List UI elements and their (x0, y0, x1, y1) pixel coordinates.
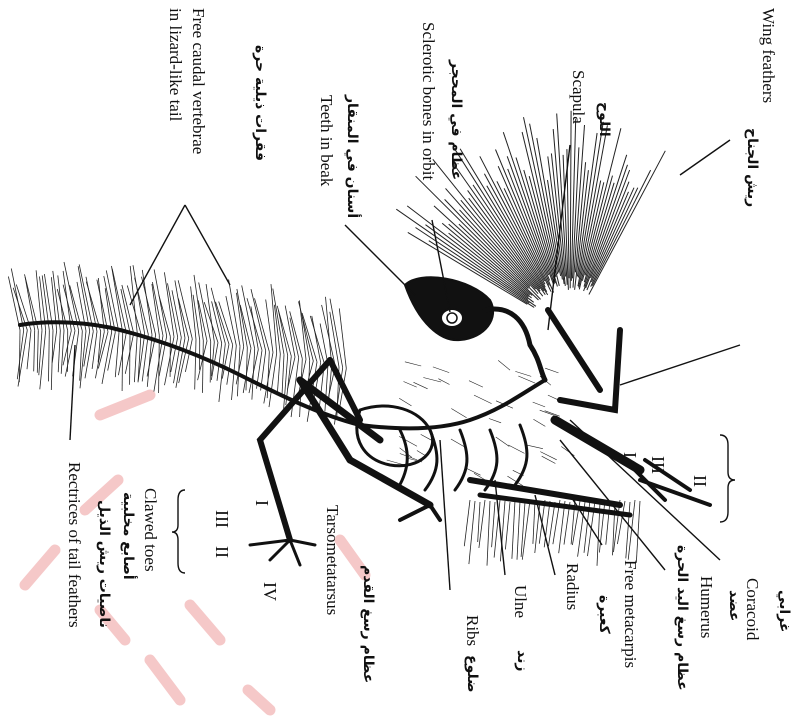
leader-teeth (345, 225, 415, 295)
label-radius-ar: كعبرة (596, 595, 612, 634)
label-tarsometatarsus-ar: عظام رسغ القدم (360, 565, 376, 683)
label-tarsometatarsus: Tarsometatarsus (322, 505, 342, 615)
foot-2-toe-3 (290, 540, 315, 545)
digit-II-foot: II (211, 546, 232, 558)
leader-rectrices (70, 345, 75, 440)
toe-2 (430, 505, 440, 520)
label-scapula-ar: اللوح (596, 102, 612, 137)
rib-5 (398, 430, 407, 488)
digit-IV-foot: IV (259, 582, 280, 601)
digit-II-hand: II (689, 475, 710, 487)
label-scapula: Scapula (568, 70, 588, 124)
label-caudal-ar: فقرات ذيلية حرة (252, 45, 268, 161)
rib-4 (425, 430, 437, 490)
label-humerus-ar: عضد (726, 590, 742, 621)
label-radius: Radius (562, 563, 582, 610)
label-ulna-ar: زند (514, 650, 530, 671)
rib-1 (455, 430, 467, 490)
brace-toes (172, 490, 185, 573)
label-rectrices-ar: ناصيات ريش الذيل (96, 500, 112, 628)
label-wing-feathers: Wing feathers (758, 8, 778, 103)
label-sclerotic: Sclerotic bones in orbit (418, 22, 438, 180)
leader-coracoid (620, 345, 740, 385)
digit-III-foot: III (211, 510, 232, 528)
label-humerus: Humerus (696, 576, 716, 638)
leader-ribs (495, 480, 505, 575)
label-coracoid: Coracoid (742, 578, 762, 640)
label-coracoid-ar: غرابي (776, 590, 792, 633)
leader-caudal-2 (185, 205, 230, 285)
brace-hand (720, 435, 735, 522)
label-rectrices: Rectrices of tail feathers (64, 462, 84, 628)
scapula (548, 310, 600, 390)
label-caudal-line1: Free caudal vertebrae (188, 8, 208, 154)
tarsometatarsus (350, 460, 430, 505)
foot-2-toe-2 (290, 540, 300, 565)
label-free-metacarpals: Free metacarpis (620, 560, 640, 668)
label-wing-feathers-ar: ريش الجناح (744, 128, 760, 207)
label-caudal-line2: in lizard-like tail (165, 8, 185, 121)
orbit (441, 309, 463, 327)
label-teeth: Teeth in beak (316, 95, 336, 186)
leader-humerus (570, 420, 720, 560)
leader-tarso (440, 440, 450, 590)
digit-I-hand: I (619, 452, 640, 458)
digit-I-foot: I (251, 500, 272, 506)
neck (485, 309, 545, 380)
label-teeth-ar: أسنان في المنقار (344, 95, 360, 218)
label-metacarpals-ar: عظام رسغ اليد الحرة (674, 545, 690, 691)
label-sclerotic-ar: عظام في المحجر (448, 60, 464, 180)
label-ribs: Ribs (462, 615, 482, 646)
label-ulna: Ulne (510, 585, 530, 618)
leader-wing-feathers (680, 140, 730, 175)
toe-1 (400, 505, 430, 520)
rib-3 (515, 425, 527, 485)
pelvis (357, 406, 433, 466)
label-clawed-toes-ar: أصابع مخلبية (120, 492, 136, 580)
digit-III-hand: III (647, 456, 668, 474)
label-ribs-ar: ضلوع (464, 655, 480, 693)
label-clawed-toes: Clawed toes (140, 488, 160, 572)
